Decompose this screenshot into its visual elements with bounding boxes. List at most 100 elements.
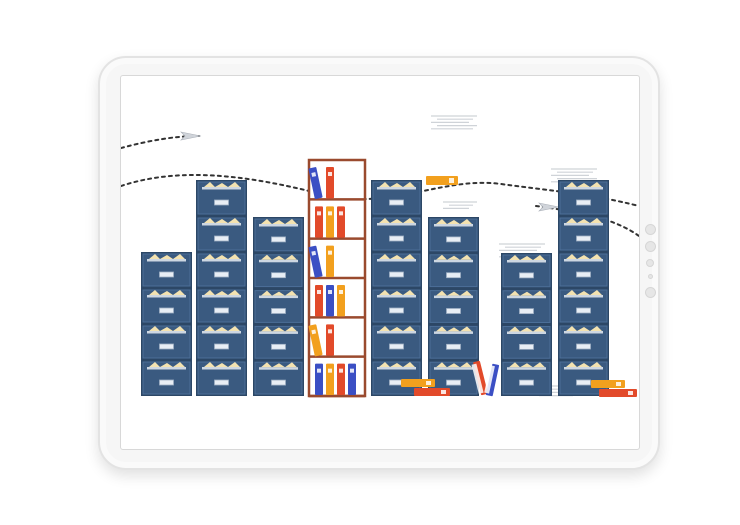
drawer-papers [379,362,415,367]
drawer-handle [446,236,461,243]
drawer-lip [564,295,603,298]
drawer-lip [377,259,416,262]
binder-spine [326,363,334,395]
binder-label [328,211,332,216]
drawer-lip [564,187,603,190]
tablet-side-button [645,241,656,252]
drawer-handle [389,235,404,242]
drawer-handle [446,379,461,386]
drawer-papers [509,290,545,296]
drawer-papers [204,254,240,259]
loose-binder [401,379,435,387]
drawer-papers [379,290,415,295]
drawer-handle [446,343,461,350]
paper-plane-wing [180,131,202,141]
drawer-papers [204,326,240,331]
speed-lines [431,115,477,130]
drawer-handle [271,272,286,279]
drawer-handle [446,272,461,279]
drawer-handle [159,271,174,278]
drawer-papers [566,362,602,367]
drawer-handle [446,308,461,314]
binder-label [328,172,332,176]
drawer-handle [214,307,229,314]
drawer-lip [507,331,546,334]
loose-binder [591,380,625,388]
binder [315,363,323,395]
drawer-papers [261,326,297,332]
drawer-handle [159,379,174,386]
drawer-handle [576,343,591,350]
drawer-handle [159,307,174,314]
drawer-handle [389,307,404,314]
cabinet-body [196,180,247,396]
drawer-papers [204,182,240,187]
binder [326,324,334,356]
drawer-papers [566,218,602,223]
drawer-lip [202,331,241,334]
drawer-lip [377,331,416,334]
drawer-handle [576,271,591,278]
drawer-lip [564,259,603,262]
drawer-papers [566,290,602,295]
binder-label [449,178,454,183]
drawer-papers [379,218,415,223]
bookshelf [307,158,367,398]
drawer-lip [147,259,186,262]
drawer-lip [434,224,473,227]
binder [326,285,334,317]
drawer-lip [259,295,298,299]
drawer-papers [379,326,415,331]
binder-label [311,329,317,335]
loose-binder [426,176,458,185]
drawer-papers [261,219,297,224]
binder-label [311,172,317,177]
filing-cabinet [141,252,192,396]
cabinet-body [371,180,422,396]
drawer-lip [202,223,241,226]
drawer-lip [434,295,473,299]
drawer-lip [259,224,298,227]
drawer-lip [564,223,603,226]
drawer-papers [566,326,602,331]
binder-label [441,390,446,394]
drawer-papers [436,326,472,332]
drawer-handle [519,272,534,279]
binder-label [328,368,332,373]
drawer-papers [566,182,602,187]
drawer-papers [566,254,602,259]
drawer-lip [377,187,416,190]
drawer-papers [204,290,240,295]
binder-spine [337,363,345,395]
binder-spine [348,363,356,395]
binder-spine [326,167,334,199]
drawer-papers [261,362,297,368]
archive-illustration [121,115,639,398]
binder [326,206,334,238]
drawer-papers [204,218,240,223]
drawer-handle [214,379,229,386]
binder [326,245,334,277]
drawer-handle [576,235,591,242]
filing-cabinet [371,180,422,396]
drawer-lip [259,259,298,263]
binder [308,245,323,278]
drawer-handle [271,379,286,386]
drawer-lip [147,331,186,334]
binder [308,167,323,200]
drawer-papers [379,254,415,259]
drawer-lip [202,367,241,370]
drawer-lip [434,367,473,370]
binder [337,206,345,238]
binder-label [426,381,431,385]
drawer-lip [507,295,546,299]
drawer-lip [434,331,473,334]
binder-label [484,365,495,394]
drawer-papers [436,219,472,224]
loose-binder [471,360,488,396]
tablet-side-button [645,224,656,235]
binder [315,206,323,238]
binder-label [328,329,332,334]
binder-spine [326,285,334,317]
drawer-handle [159,343,174,350]
